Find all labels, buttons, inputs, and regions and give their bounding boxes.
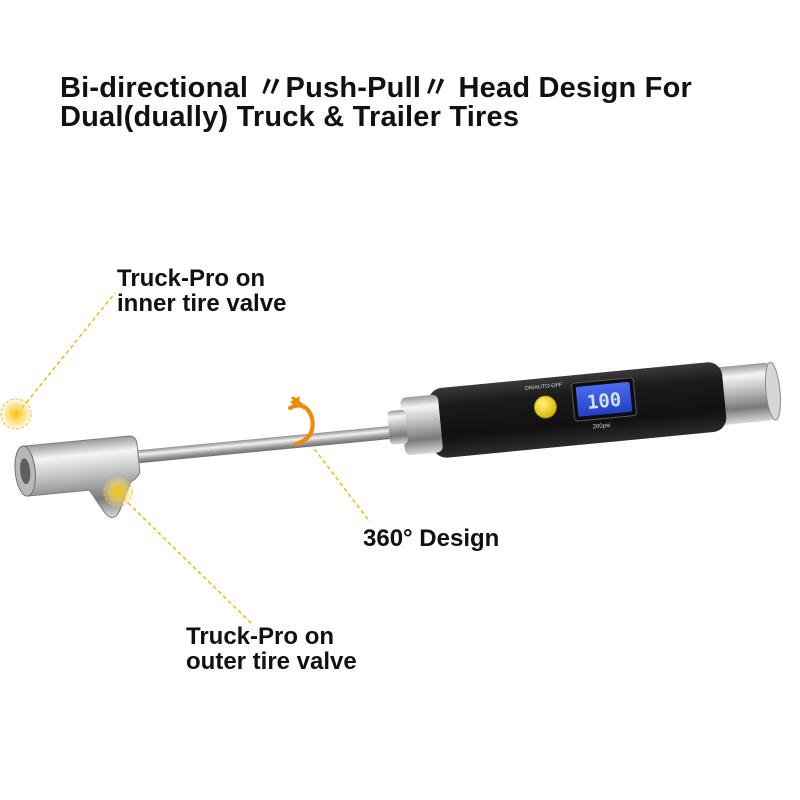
callout-inner-line-2: inner tire valve <box>117 290 287 317</box>
callout-inner-line-1: Truck-Pro on <box>117 265 266 292</box>
callout-outer-line-2: outer tire valve <box>186 648 357 675</box>
front-collar <box>400 394 443 456</box>
callout-outer-line-1: Truck-Pro on <box>186 623 335 650</box>
range-label: 200psi <box>592 423 610 431</box>
leader-line-rotate <box>305 437 371 523</box>
callout-leader-lines <box>21 292 371 625</box>
headline-line-1: Bi-directional 〃Push-Pull〃 Head Design F… <box>60 72 692 104</box>
leader-line-outer <box>122 497 253 625</box>
callout-outer-valve: Truck-Pro on outer tire valve <box>186 624 357 674</box>
outer-valve-highlight-ring <box>103 477 133 507</box>
headline-line-2: Dual(dually) Truck & Trailer Tires <box>60 101 520 133</box>
leader-line-inner <box>21 292 116 409</box>
rotation-arrow-icon <box>288 396 315 446</box>
lcd-screen <box>575 382 633 417</box>
power-button-label: ON/AUTO-OFF <box>524 382 563 392</box>
inner-valve-highlight-ring <box>0 398 32 430</box>
inner-valve-highlight <box>0 397 33 431</box>
gauge-rod <box>122 424 412 465</box>
tire-gauge: 100 200psi ON/AUTO-OFF <box>14 361 781 519</box>
valve-highlights <box>0 397 134 508</box>
power-button[interactable] <box>533 395 557 419</box>
headline: Bi-directional 〃Push-Pull〃 Head Design F… <box>60 74 780 132</box>
end-cap-face <box>764 361 781 421</box>
collar-nut <box>387 409 408 445</box>
chuck-inner-port <box>20 458 31 485</box>
lcd-reading: 100 <box>586 389 622 414</box>
callout-inner-valve: Truck-Pro on inner tire valve <box>117 266 286 316</box>
callout-360-design: 360° Design <box>363 525 500 552</box>
outer-valve-highlight <box>102 476 134 508</box>
end-cap <box>709 362 777 426</box>
